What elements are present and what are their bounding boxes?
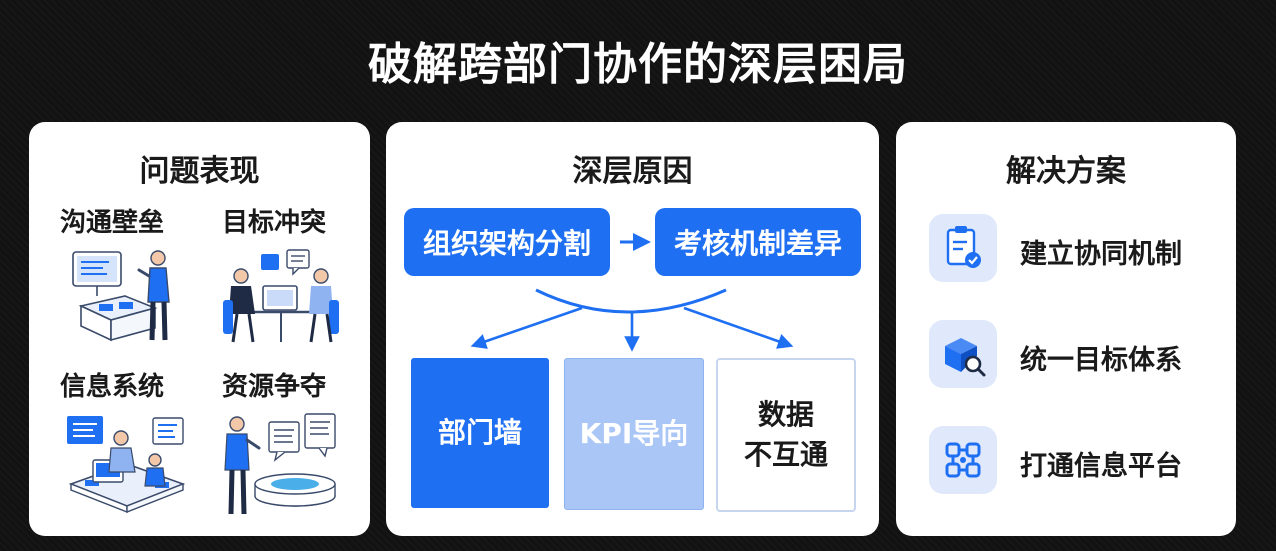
cause-flow-arrows [470,233,794,352]
solution-label-goals: 统一目标体系 [1020,345,1182,376]
information-system-illustration [67,416,186,514]
problem-label-resource: 资源争夺 [222,372,327,402]
effect-kpi-oriented: KPI导向 [564,358,704,510]
resource-competition-illustration [224,413,336,515]
problem-label-info-system: 信息系统 [60,372,165,402]
problem-label-goal-conflict: 目标冲突 [222,208,327,238]
effect-dept-wall: 部门墙 [411,358,549,508]
network-platform-icon [929,426,997,494]
box-search-icon [929,320,997,388]
goal-conflict-illustration [223,249,339,343]
causes-panel: 深层原因 组织架构分割 考核机制差异 部门墙 KPI导向 数据 不互通 [386,122,879,536]
problems-panel: 问题表现 沟通壁垒 目标冲突 信息系统 资源争夺 [29,122,370,536]
causes-heading: 深层原因 [572,154,693,189]
communication-barrier-illustration [72,250,170,342]
problems-heading: 问题表现 [139,154,260,189]
solution-label-collab: 建立协同机制 [1020,239,1182,270]
arrow-to-data [683,306,794,349]
effect-data-silo: 数据 不互通 [716,358,856,512]
solutions-panel: 解决方案 建立协同机制 统一目标体系 [896,122,1236,536]
arrow-to-dept-wall [470,306,583,349]
clipboard-check-icon [929,214,997,282]
solution-label-platform: 打通信息平台 [1020,451,1182,482]
merge-curve [535,288,727,314]
root-cause-assessment: 考核机制差异 [655,208,861,276]
solutions-heading: 解决方案 [1006,154,1126,189]
page-title: 破解跨部门协作的深层困局 [368,39,908,90]
problem-label-communication: 沟通壁垒 [60,208,165,238]
root-cause-org-structure: 组织架构分割 [404,208,610,276]
